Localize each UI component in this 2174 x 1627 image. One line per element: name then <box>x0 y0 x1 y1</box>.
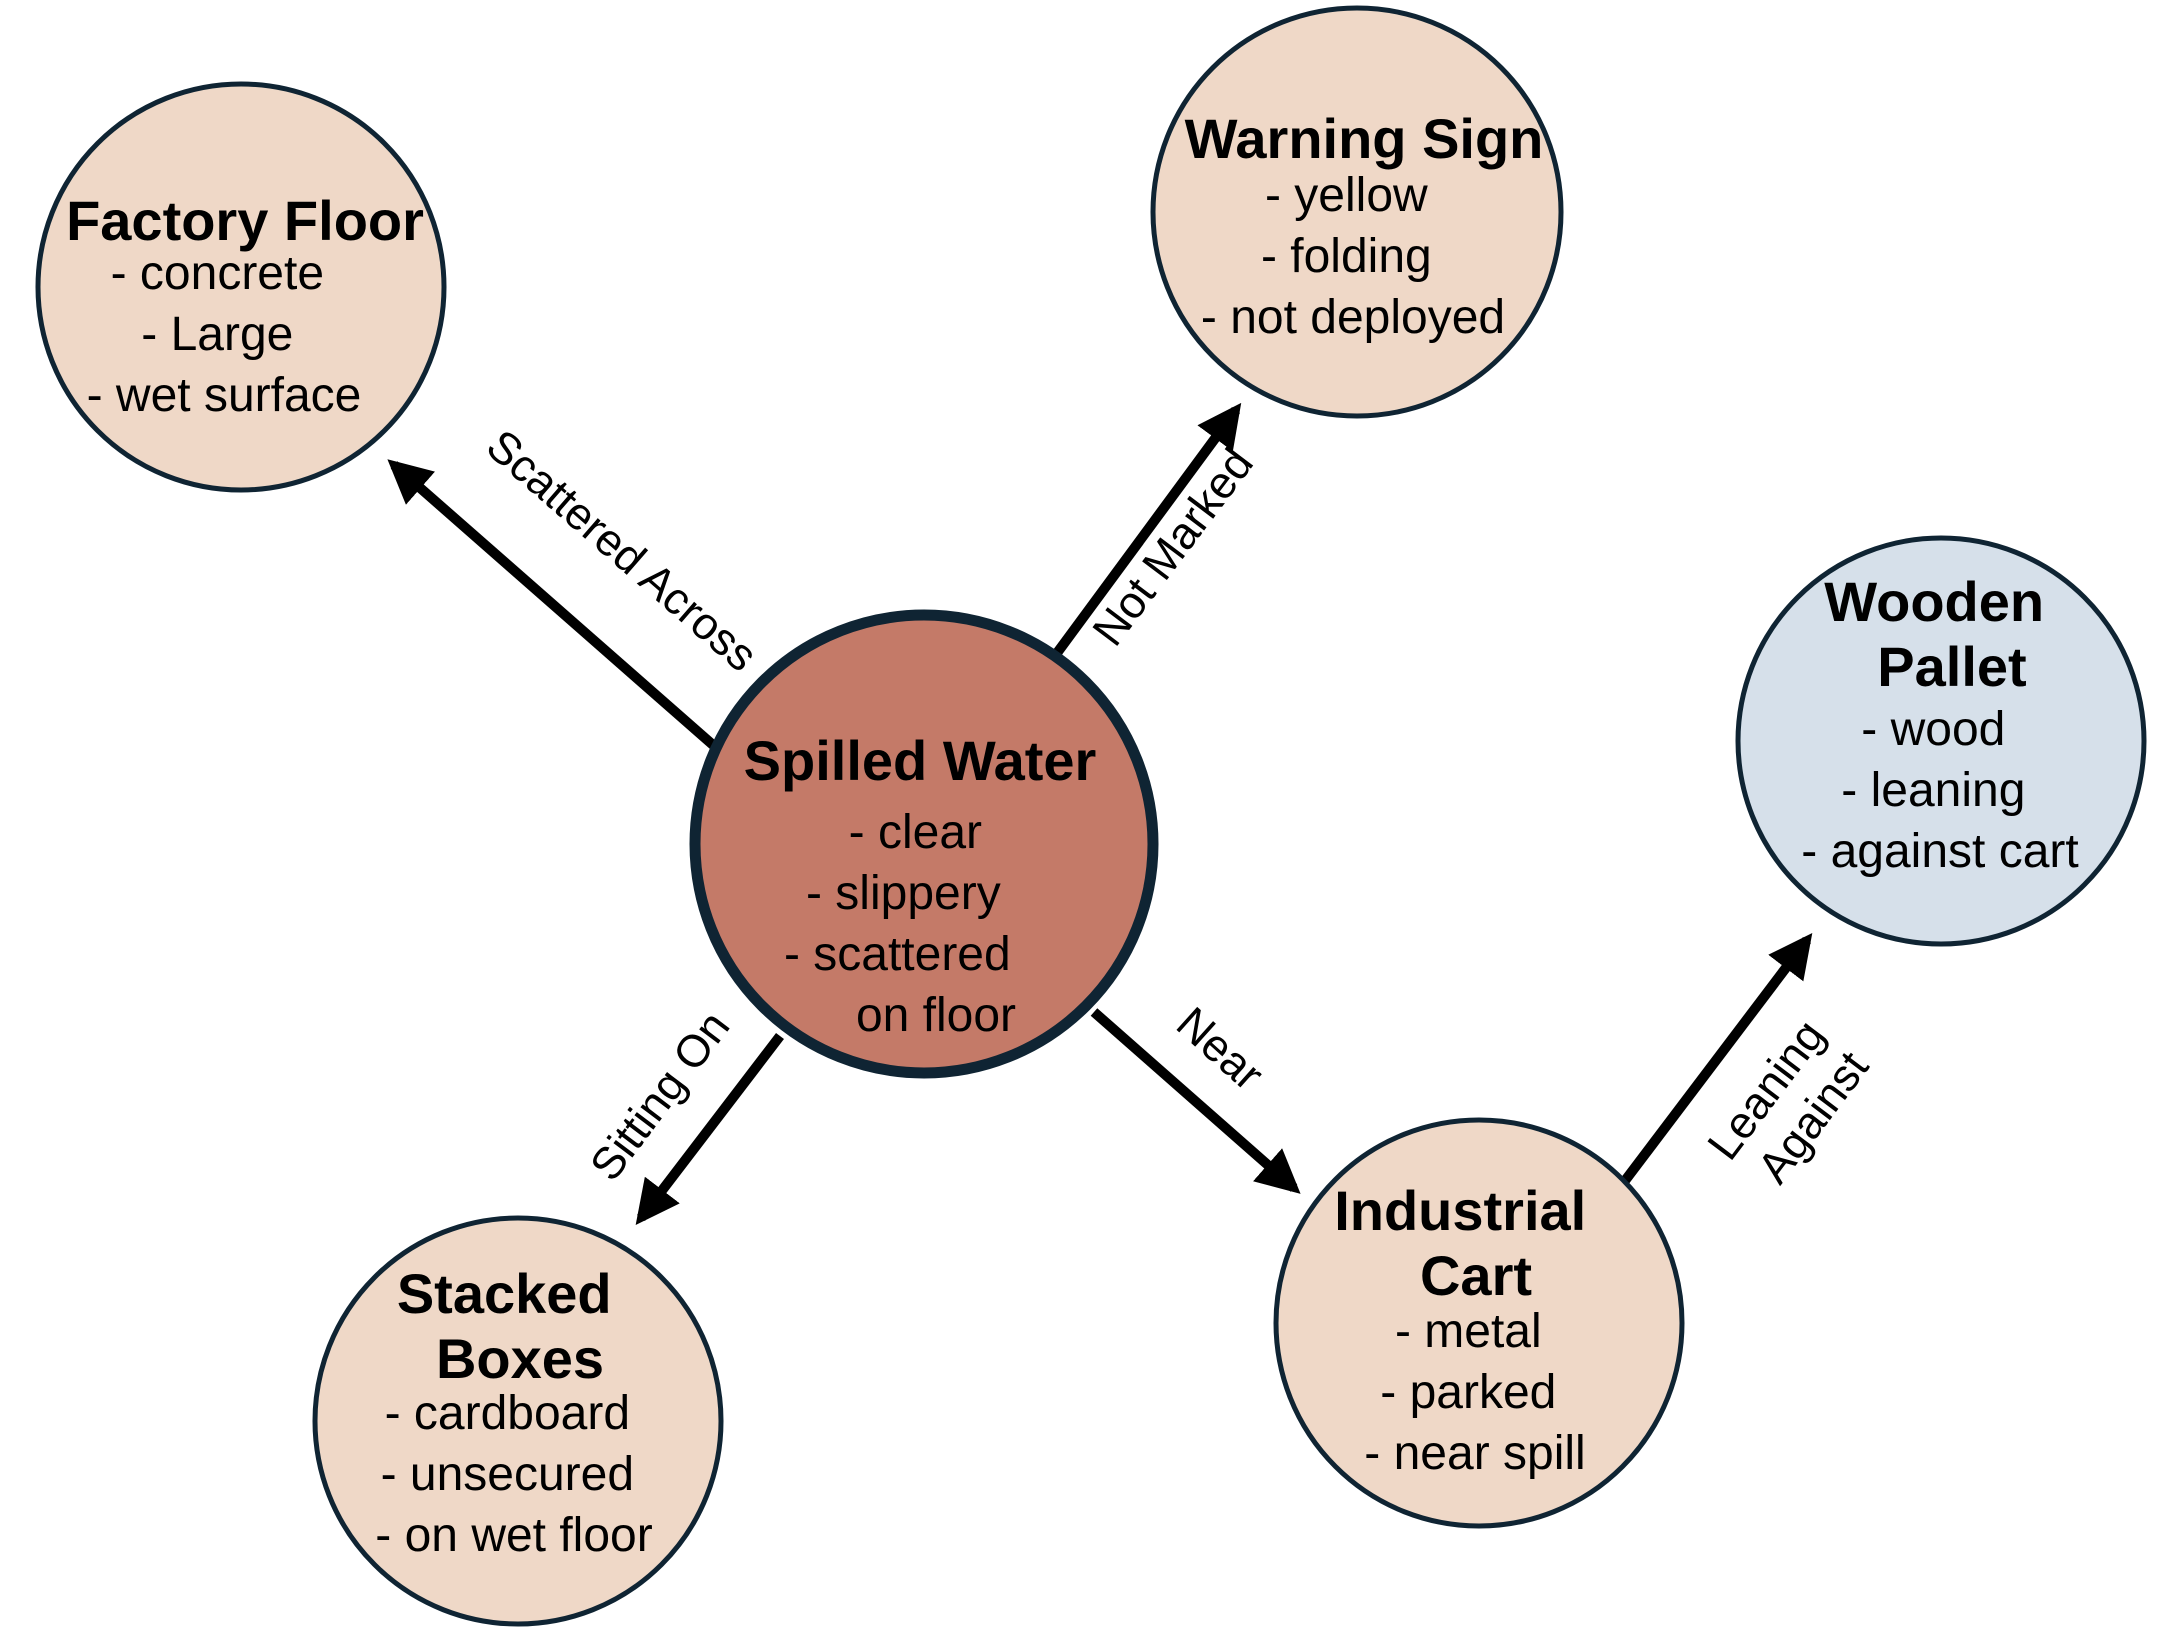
node-warning-sign-title: Warning Sign <box>1185 107 1544 170</box>
edge-sitting-on-arrow <box>635 1032 784 1225</box>
node-factory-floor: Factory Floor - concrete - Large - wet s… <box>35 81 447 493</box>
edge-label-leaning-against: Leaning Against <box>1697 1000 1885 1201</box>
node-industrial-cart: Industrial Cart - metal - parked - near … <box>1273 1117 1685 1529</box>
edge-leaning-against-arrow <box>1620 932 1813 1186</box>
node-spilled-water: Spilled Water - clear - slippery - scatt… <box>689 609 1159 1079</box>
node-warning-sign-circle <box>1150 5 1564 419</box>
edge-scattered-across-arrow <box>387 459 717 749</box>
node-factory-floor-title: Factory Floor <box>66 189 424 252</box>
node-wooden-pallet-attributes: - wood - leaning - against cart <box>1801 703 2078 878</box>
node-stacked-boxes-circle <box>312 1215 724 1627</box>
node-industrial-cart-circle <box>1273 1117 1685 1529</box>
node-warning-sign-attributes: - yellow - folding - not deployed <box>1201 169 1505 344</box>
node-spilled-water-circle <box>689 609 1159 1079</box>
node-stacked-boxes-title: Stacked Boxes <box>397 1262 627 1390</box>
node-industrial-cart-attributes: - metal - parked - near spill <box>1364 1305 1585 1480</box>
edge-label-sitting-on: Sitting On <box>580 1001 740 1190</box>
node-stacked-boxes: Stacked Boxes - cardboard - unsecured - … <box>312 1215 724 1627</box>
node-wooden-pallet: Wooden Pallet - wood - leaning - against… <box>1735 535 2147 947</box>
node-industrial-cart-title: Industrial Cart <box>1334 1179 1602 1307</box>
node-wooden-pallet-title: Wooden Pallet <box>1824 570 2059 698</box>
node-spilled-water-attributes: - clear - slippery - scattered on floor <box>784 806 1024 1042</box>
node-factory-floor-circle <box>35 81 447 493</box>
edge-not-marked-arrow <box>1052 402 1242 656</box>
node-spilled-water-title: Spilled Water <box>744 729 1097 792</box>
edge-near-arrow <box>1090 1008 1301 1194</box>
edge-label-scattered-across: Scattered Across <box>477 419 767 681</box>
node-stacked-boxes-attributes: - cardboard - unsecured - on wet floor <box>375 1387 652 1562</box>
node-wooden-pallet-circle <box>1735 535 2147 947</box>
node-factory-floor-attributes: - concrete - Large - wet surface <box>87 247 362 422</box>
node-warning-sign: Warning Sign - yellow - folding - not de… <box>1150 5 1564 419</box>
edge-label-not-marked: Not Marked <box>1082 438 1263 654</box>
